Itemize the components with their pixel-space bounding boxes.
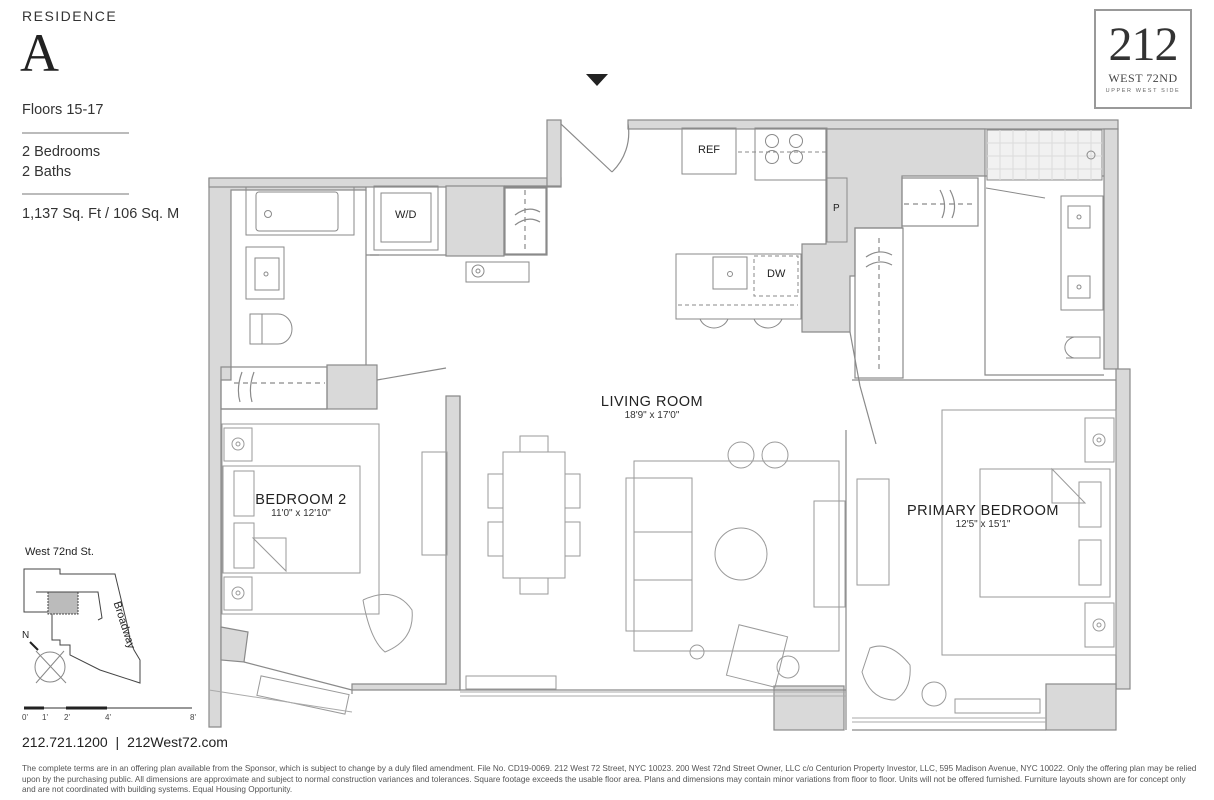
separator: | bbox=[115, 734, 120, 750]
room-name: LIVING ROOM bbox=[600, 394, 704, 410]
refrigerator-label: REF bbox=[698, 144, 720, 156]
room-dimensions: 18'9" x 17'0" bbox=[624, 410, 680, 421]
legal-disclaimer: The complete terms are in an offering pl… bbox=[22, 764, 1197, 794]
phone-number[interactable]: 212.721.1200 bbox=[22, 734, 108, 750]
contact-line: 212.721.1200 | 212West72.com bbox=[22, 734, 228, 750]
room-name: BEDROOM 2 bbox=[255, 492, 347, 508]
living-room-label: LIVING ROOM 18'9" x 17'0" bbox=[582, 394, 722, 422]
area-text: 1,137 Sq. Ft / 106 Sq. M bbox=[22, 206, 180, 222]
logo-neighborhood: UPPER WEST SIDE bbox=[1105, 88, 1181, 94]
residence-letter: A bbox=[20, 23, 59, 83]
washer-dryer-label: W/D bbox=[395, 209, 417, 221]
scale-tick: 8' bbox=[190, 713, 196, 722]
primary-bedroom-label: PRIMARY BEDROOM 12'5" x 15'1" bbox=[893, 503, 1073, 531]
bedrooms-text: 2 Bedrooms bbox=[22, 144, 101, 160]
building-logo: 212 WEST 72ND UPPER WEST SIDE bbox=[1094, 9, 1192, 109]
room-name: PRIMARY BEDROOM bbox=[907, 503, 1059, 519]
logo-street: WEST 72ND bbox=[1108, 71, 1178, 85]
bedroom-2-label: BEDROOM 2 11'0" x 12'10" bbox=[246, 492, 356, 520]
scale-tick: 0' bbox=[22, 713, 28, 722]
room-dimensions: 12'5" x 15'1" bbox=[955, 519, 1011, 530]
scale-tick: 4' bbox=[105, 713, 111, 722]
website-link[interactable]: 212West72.com bbox=[127, 734, 228, 750]
north-label: N bbox=[22, 630, 30, 641]
floors-text: Floors 15-17 bbox=[22, 102, 104, 118]
pantry-label: P bbox=[833, 203, 840, 214]
residence-label: RESIDENCE bbox=[22, 8, 118, 24]
room-dimensions: 11'0" x 12'10" bbox=[271, 508, 331, 519]
divider bbox=[22, 132, 129, 134]
logo-number: 212 bbox=[1108, 18, 1179, 71]
baths-text: 2 Baths bbox=[22, 164, 72, 180]
scale-tick: 1' bbox=[42, 713, 48, 722]
entry-arrow-icon bbox=[586, 74, 608, 86]
dishwasher-label: DW bbox=[767, 268, 786, 280]
scale-tick: 2' bbox=[64, 713, 70, 722]
street-label: West 72nd St. bbox=[25, 546, 94, 558]
divider bbox=[22, 193, 129, 195]
key-plan bbox=[23, 568, 141, 684]
